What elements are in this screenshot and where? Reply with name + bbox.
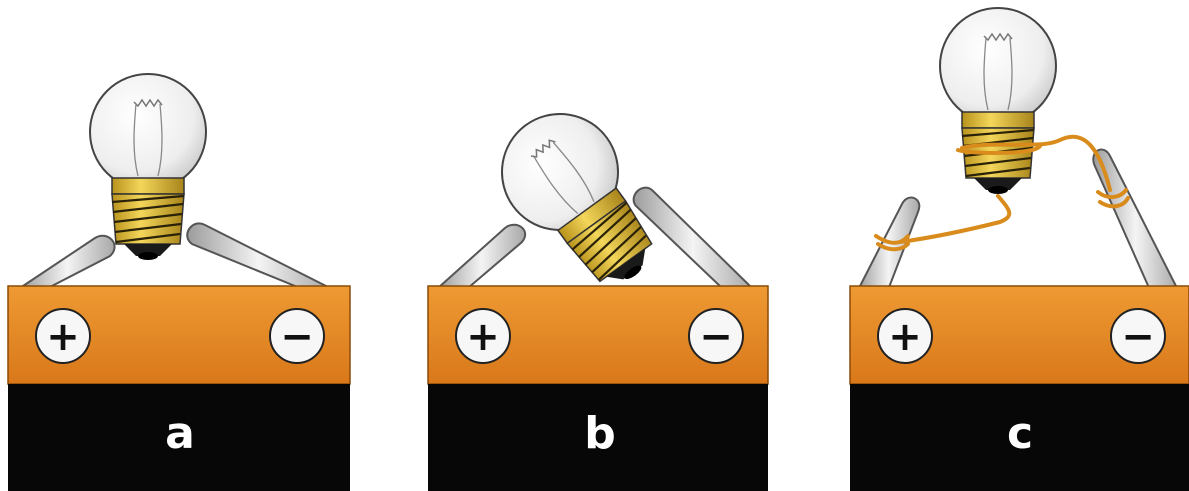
positive-terminal: [20, 236, 115, 288]
negative-terminal: [187, 223, 330, 288]
plus-sign-icon: +: [36, 309, 90, 363]
panel-label-c: c: [1007, 408, 1033, 459]
plus-sign-text: +: [46, 314, 80, 360]
minus-sign-text: −: [280, 314, 314, 360]
panel-a: + − a: [8, 74, 350, 491]
panel-c: + − c: [850, 8, 1189, 491]
minus-sign-text: −: [1121, 314, 1155, 360]
plus-sign-icon: +: [878, 309, 932, 363]
battery: + − b: [428, 286, 768, 491]
plus-sign-icon: +: [456, 309, 510, 363]
panel-b: + − b: [428, 91, 768, 491]
panel-label-b: b: [584, 408, 616, 459]
negative-terminal: [634, 188, 752, 288]
plus-sign-text: +: [888, 314, 922, 360]
minus-sign-text: −: [699, 314, 733, 360]
minus-sign-icon: −: [689, 309, 743, 363]
plus-sign-text: +: [466, 314, 500, 360]
minus-sign-icon: −: [270, 309, 324, 363]
light-bulb-icon: [940, 8, 1056, 194]
panel-label-a: a: [165, 408, 195, 459]
battery: + − a: [8, 286, 350, 491]
positive-terminal: [438, 225, 525, 288]
minus-sign-icon: −: [1111, 309, 1165, 363]
battery: + − c: [850, 286, 1189, 491]
